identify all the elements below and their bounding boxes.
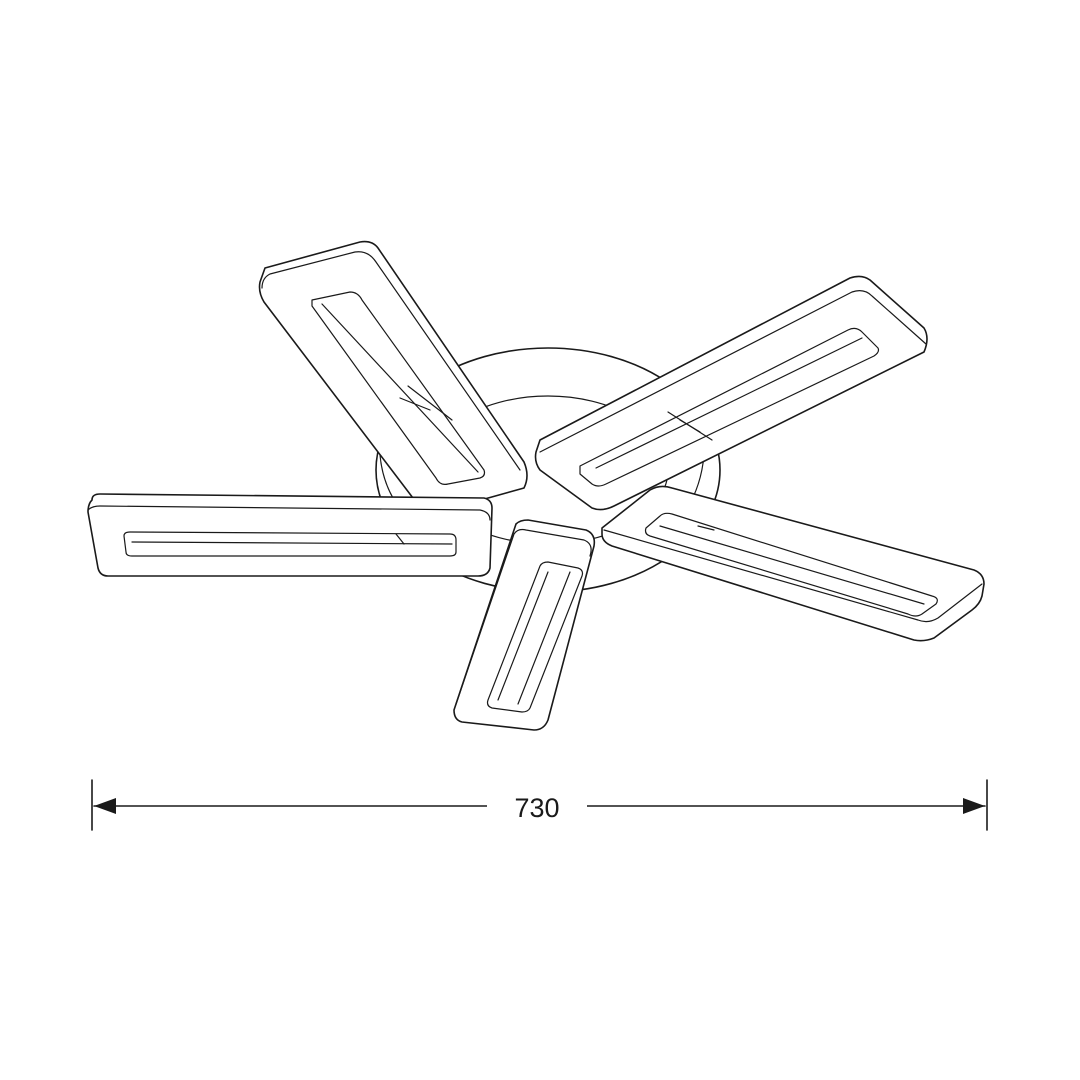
dimension-line <box>91 779 988 831</box>
lamp-arm-left <box>87 493 493 577</box>
arrowhead-left-icon <box>94 798 116 814</box>
lamp-arm-lower-center <box>453 519 596 731</box>
dimension-width-label: 730 <box>487 788 587 828</box>
lamp-arm-upper-right <box>534 275 928 511</box>
lamp-arm-lower-right <box>601 485 985 642</box>
lamp-arm-upper-left <box>258 240 528 514</box>
arrowhead-right-icon <box>963 798 985 814</box>
